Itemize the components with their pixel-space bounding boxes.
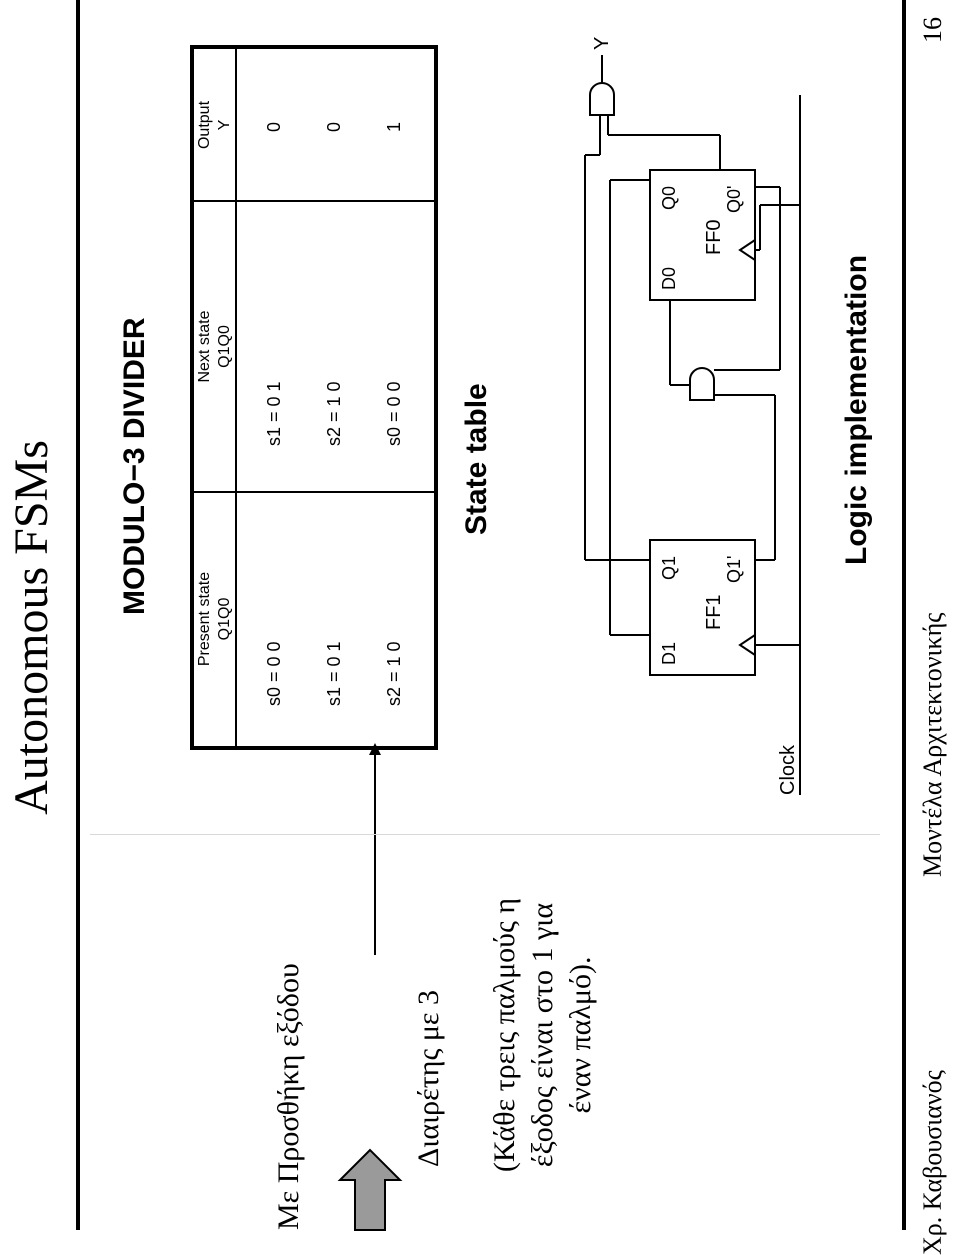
ff0-qbar-label: Q0' — [724, 186, 744, 213]
text-explanation-line3: έναν παλμό). — [564, 956, 597, 1114]
page-number: 16 — [918, 17, 947, 43]
ff0-name-label: FF0 — [703, 219, 725, 255]
state-table-caption: State table — [460, 383, 493, 535]
header-next-state: Next state — [196, 310, 213, 383]
logic-circuit: Clock D1 FF1 Q1 Q1' D0 FF0 Q0 Q0' Y — [584, 37, 801, 795]
cell-present-1: s1 = 0 1 — [324, 641, 344, 706]
cell-present-2: s2 = 1 0 — [384, 641, 404, 706]
cell-output-0: 0 — [264, 121, 284, 132]
footer-author: Χρ. Καβουσιανός — [918, 1070, 947, 1255]
subheader-next: Q1Q0 — [216, 325, 233, 368]
state-table: Present state Next state Output Q1Q0 Q1Q… — [190, 45, 438, 750]
text-explanation-line2: έξοδος είναι στο 1 για — [526, 902, 559, 1168]
cell-output-1: 0 — [324, 121, 344, 132]
right-arrow-icon — [337, 1148, 403, 1231]
ff0-clock-triangle — [738, 239, 756, 261]
ff1-box — [649, 539, 756, 676]
column-divider — [90, 834, 880, 835]
cell-output-2: 1 — [384, 121, 404, 132]
subheader-present: Q1Q0 — [216, 597, 233, 641]
ff0-box — [649, 169, 756, 301]
header-output: Output — [196, 100, 213, 150]
cell-next-0: s1 = 0 1 — [264, 381, 284, 446]
ff1-clock-triangle — [738, 634, 756, 656]
text-explanation-line1: (Κάθε τρεις παλμούς η — [488, 897, 521, 1173]
text-explanation: (Κάθε τρεις παλμούς η έξοδος είναι στο 1… — [486, 825, 600, 1245]
ff1-qbar-label: Q1' — [724, 556, 744, 583]
figure-heading: MODULO−3 DIVIDER — [118, 317, 151, 615]
logic-implementation-caption: Logic implementation — [840, 254, 873, 565]
table-grid-lines — [194, 49, 434, 746]
ff1-name-label: FF1 — [703, 594, 725, 630]
cell-next-1: s2 = 1 0 — [324, 381, 344, 446]
output-y-label: Y — [591, 37, 613, 50]
and-gate-output — [589, 82, 615, 116]
subheader-output: Y — [216, 119, 233, 131]
ff1-d-label: D1 — [659, 642, 679, 665]
clock-label: Clock — [777, 744, 799, 795]
cell-next-2: s0 = 0 0 — [384, 381, 404, 446]
and-gate-d0 — [689, 367, 715, 401]
ff0-d-label: D0 — [659, 267, 679, 290]
header-present-state: Present state — [196, 571, 213, 667]
ff0-q-label: Q0 — [659, 186, 679, 210]
ff1-q-label: Q1 — [659, 556, 679, 580]
footer-course: Μοντέλα Αρχιτεκτονικής — [918, 612, 947, 877]
cell-present-0: s0 = 0 0 — [264, 641, 284, 706]
pointer-arrow — [369, 743, 381, 955]
footer-rule — [902, 0, 906, 1230]
